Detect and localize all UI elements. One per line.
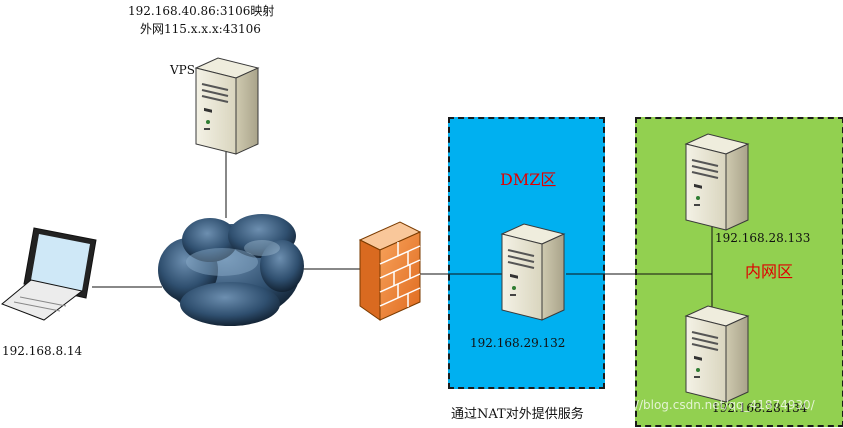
dmz-title: DMZ区	[500, 170, 557, 189]
intranet-server-1-ip-label: 192.168.28.133	[715, 231, 811, 245]
dmz-server-ip-label: 192.168.29.132	[470, 336, 566, 350]
intranet-title: 内网区	[745, 262, 794, 281]
vps-public-label: 外网115.x.x.x:43106	[140, 22, 261, 36]
intranet-server-2-ip-label: 192.168.28.134	[712, 401, 808, 415]
vps-server-icon	[195, 57, 259, 155]
caption: 通过NAT对外提供服务	[451, 407, 584, 422]
vps-ip-label: 192.168.40.86:3106映射	[128, 4, 275, 18]
cloud-icon	[158, 214, 304, 326]
laptop-ip-label: 192.168.8.14	[2, 344, 83, 358]
dmz-server-icon	[501, 223, 565, 321]
watermark: https://blog.csdn.net/qq_41874930/	[600, 398, 815, 412]
firewall-icon	[358, 221, 422, 321]
laptop-icon	[1, 227, 97, 321]
intranet-server-1-icon	[685, 133, 749, 231]
vps-name-label: VPS	[170, 63, 195, 77]
intranet-server-2-icon	[685, 305, 749, 403]
